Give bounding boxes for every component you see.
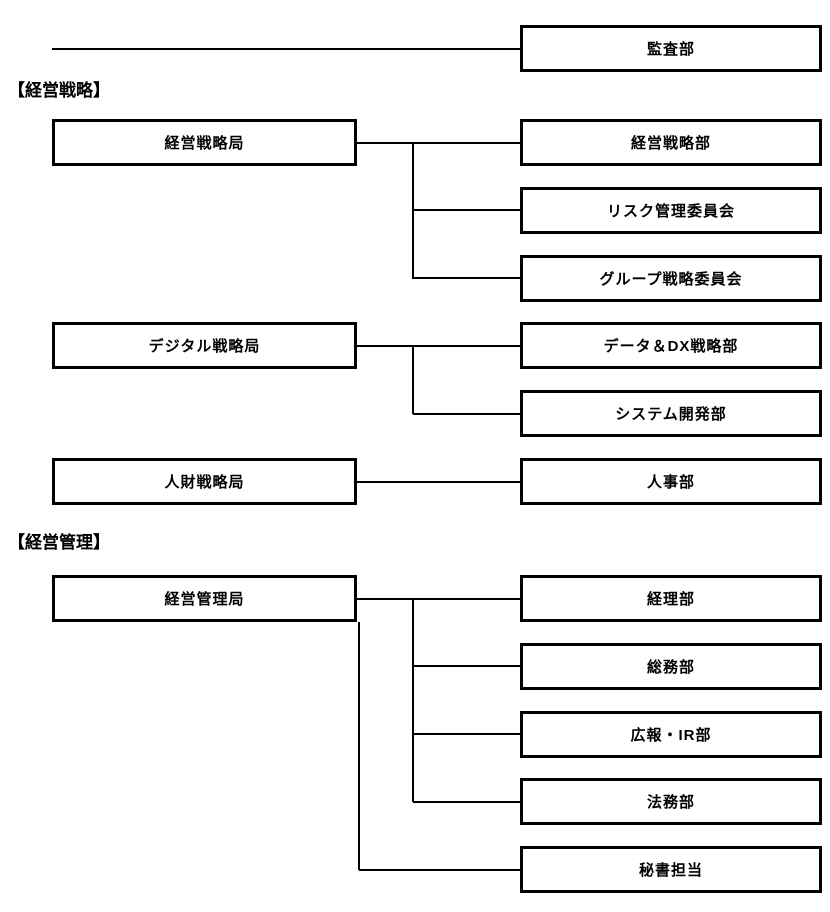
section-label: 【経営戦略】	[8, 81, 110, 100]
section-label: 【経営管理】	[8, 533, 110, 552]
connector-line	[358, 622, 360, 870]
connector-line	[412, 346, 414, 414]
connector-line	[412, 143, 414, 279]
connector-line	[357, 345, 413, 347]
org-box-child: 経理部	[520, 575, 822, 622]
connector-line	[357, 598, 413, 600]
org-box-child: 秘書担当	[520, 846, 822, 893]
org-box-parent: 経営戦略局	[52, 119, 357, 166]
org-box-child: リスク管理委員会	[520, 187, 822, 234]
connector-line	[413, 345, 520, 347]
org-box-parent: デジタル戦略局	[52, 322, 357, 369]
org-box-child: 法務部	[520, 778, 822, 825]
connector-line	[413, 277, 520, 279]
connector-line	[52, 48, 520, 50]
connector-line	[413, 801, 520, 803]
org-box-child: グループ戦略委員会	[520, 255, 822, 302]
org-box-child: 総務部	[520, 643, 822, 690]
org-box-child: システム開発部	[520, 390, 822, 437]
connector-line	[357, 142, 413, 144]
org-box-child: 人事部	[520, 458, 822, 505]
connector-line	[413, 598, 520, 600]
org-box-child: 広報・IR部	[520, 711, 822, 758]
org-box-child: データ＆DX戦略部	[520, 322, 822, 369]
connector-line	[413, 142, 520, 144]
org-box-child: 経営戦略部	[520, 119, 822, 166]
connector-line	[413, 413, 520, 415]
connector-line	[413, 665, 520, 667]
org-box-audit: 監査部	[520, 25, 822, 72]
connector-line	[413, 209, 520, 211]
connector-line	[359, 869, 520, 871]
connector-line	[412, 599, 414, 802]
org-box-parent: 経営管理局	[52, 575, 357, 622]
connector-line	[413, 733, 520, 735]
connector-line	[357, 481, 520, 483]
org-box-parent: 人財戦略局	[52, 458, 357, 505]
